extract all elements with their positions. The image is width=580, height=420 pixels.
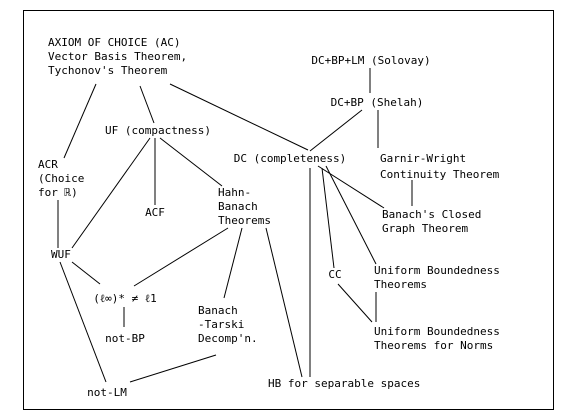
- node-cc-line: CC: [328, 268, 342, 281]
- node-closed-graph-line: Graph Theorem: [382, 222, 469, 235]
- node-ell-infinity-line: (ℓ∞)* ≠ ℓ1: [93, 292, 157, 305]
- diagram-frame: [23, 10, 554, 410]
- node-uniform-boundedness-norms-line: Uniform Boundedness: [374, 325, 500, 338]
- edge-dc-bcg: [317, 165, 385, 209]
- node-acr: ACR (Choice for ℝ): [38, 158, 84, 200]
- node-hb-separable: HB for separable spaces: [268, 377, 420, 391]
- node-acr-line: (Choice: [38, 172, 85, 185]
- node-wuf-line: WUF: [51, 248, 71, 261]
- node-closed-graph-line: Banach's Closed: [382, 208, 482, 221]
- edge-dc-cc: [321, 167, 335, 269]
- node-acf-line: ACF: [145, 206, 165, 219]
- node-not-lm-line: not-LM: [87, 386, 127, 399]
- node-acr-line: for ℝ): [38, 186, 78, 199]
- node-axiom-of-choice-line: Tychonov's Theorem: [48, 64, 168, 77]
- edge-bt-notlm: [129, 354, 217, 383]
- edge-wuf-notlm: [59, 261, 107, 383]
- node-cc: CC: [324, 268, 346, 282]
- node-hahn-banach: Hahn- Banach Theorems: [218, 186, 271, 228]
- node-solovay: DC+BP+LM (Solovay): [298, 54, 444, 68]
- node-dc: DC (completeness): [230, 152, 350, 166]
- node-shelah: DC+BP (Shelah): [322, 96, 432, 110]
- edge-cc-ubn: [337, 283, 373, 323]
- node-banach-tarski-line: Decomp'n.: [198, 332, 258, 345]
- node-hahn-banach-line: Banach: [218, 200, 258, 213]
- edge-hb-hbs: [265, 227, 303, 378]
- node-garnir-wright: Garnir-Wright Continuity Theorem: [380, 151, 499, 183]
- node-ell-infinity: (ℓ∞)* ≠ ℓ1: [90, 292, 160, 306]
- node-axiom-of-choice-line: AXIOM OF CHOICE (AC): [48, 36, 181, 49]
- node-not-bp: not-BP: [100, 332, 150, 346]
- node-uniform-boundedness-line: Uniform Boundedness: [374, 264, 500, 277]
- edge-wuf-lin: [71, 261, 101, 285]
- edge-uf-hb: [159, 137, 223, 187]
- node-dc-line: DC (completeness): [233, 152, 347, 165]
- edge-shelah-dc: [309, 109, 363, 152]
- node-wuf: WUF: [51, 248, 71, 262]
- node-axiom-of-choice-line: Vector Basis Theorem,: [48, 50, 188, 63]
- node-banach-tarski-line: -Tarski: [198, 318, 245, 331]
- node-uf-line: UF (compactness): [105, 124, 211, 137]
- edge-ac-uf: [139, 85, 155, 124]
- node-hb-separable-line: HB for separable spaces: [268, 377, 421, 390]
- edge-hb-bt: [223, 227, 243, 299]
- node-uniform-boundedness-norms-line: Theorems for Norms: [374, 339, 494, 352]
- node-uf: UF (compactness): [98, 124, 218, 138]
- edge-ac-dc: [169, 83, 309, 151]
- node-hahn-banach-line: Hahn-: [218, 186, 252, 199]
- node-acr-line: ACR: [38, 158, 58, 171]
- node-closed-graph: Banach's Closed Graph Theorem: [382, 208, 481, 236]
- node-not-lm: not-LM: [80, 386, 134, 400]
- edge-hb-lin: [133, 227, 229, 287]
- node-garnir-wright-line: Continuity Theorem: [380, 168, 500, 181]
- node-acf: ACF: [140, 206, 170, 220]
- node-hahn-banach-line: Theorems: [218, 214, 271, 227]
- node-banach-tarski: Banach -Tarski Decomp'n.: [198, 304, 258, 346]
- node-uniform-boundedness: Uniform Boundedness Theorems: [374, 264, 500, 292]
- node-banach-tarski-line: Banach: [198, 304, 238, 317]
- edge-dc-ubt: [325, 165, 377, 265]
- node-garnir-wright-line: Garnir-Wright: [380, 152, 467, 165]
- node-not-bp-line: not-BP: [105, 332, 145, 345]
- node-axiom-of-choice: AXIOM OF CHOICE (AC) Vector Basis Theore…: [48, 36, 187, 78]
- edge-uf-wuf: [71, 137, 151, 249]
- node-uniform-boundedness-norms: Uniform Boundedness Theorems for Norms: [374, 325, 500, 353]
- node-uniform-boundedness-line: Theorems: [374, 278, 427, 291]
- node-shelah-line: DC+BP (Shelah): [330, 96, 424, 109]
- edge-ac-acr: [63, 83, 97, 159]
- node-solovay-line: DC+BP+LM (Solovay): [311, 54, 431, 67]
